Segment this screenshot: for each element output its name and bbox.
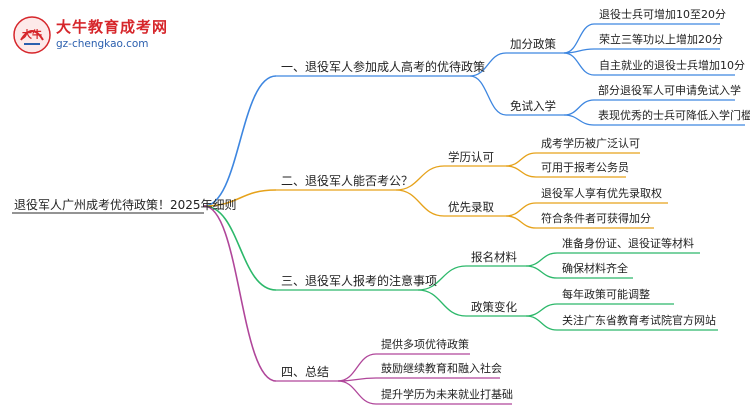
root-to-branch-1 bbox=[203, 75, 277, 207]
branch-3-sub-2-leaf-2: 关注广东省教育考试院官方网站 bbox=[562, 314, 716, 327]
branch-1-sub-2: 免试入学 bbox=[510, 99, 556, 113]
branch-1-title: 一、退役军人参加成人高考的优待政策 bbox=[281, 60, 486, 74]
branch-1-sub-1-leaf-1: 退役士兵可增加10至20分 bbox=[599, 8, 726, 21]
sub-1-1-to-leaf-1 bbox=[563, 23, 595, 54]
root-to-branch-3 bbox=[203, 205, 277, 291]
branch-3-sub-2-leaf-1: 每年政策可能调整 bbox=[562, 288, 650, 301]
branch-4-leaf-3: 提升学历为未来就业打基础 bbox=[381, 388, 513, 401]
branch-3-sub-1-leaf-2: 确保材料齐全 bbox=[562, 262, 628, 275]
root-to-branch-2 bbox=[203, 189, 277, 207]
branch-3-to-sub-2 bbox=[417, 289, 467, 317]
branch-2-to-sub-2 bbox=[395, 189, 445, 217]
branch-2-sub-2: 优先录取 bbox=[448, 200, 494, 214]
branch-4-to-leaf-3 bbox=[337, 380, 377, 405]
logo-mark-text: 大牛 bbox=[22, 28, 42, 41]
logo-title: 大牛教育成考网 bbox=[56, 18, 169, 36]
branch-3-sub-1: 报名材料 bbox=[471, 250, 517, 264]
branch-3-to-sub-1 bbox=[417, 265, 467, 291]
sub-2-2-to-leaf-1 bbox=[505, 202, 537, 217]
branch-4-title: 四、总结 bbox=[281, 365, 330, 379]
sub-2-2-to-leaf-2 bbox=[505, 215, 537, 229]
sub-3-1-to-leaf-2 bbox=[525, 265, 558, 279]
sub-3-2-to-leaf-1 bbox=[525, 303, 558, 317]
branch-1-sub-2-leaf-2: 表现优秀的士兵可降低入学门槛 bbox=[598, 109, 750, 122]
root-to-branch-4 bbox=[203, 205, 277, 382]
branch-3-sub-2: 政策变化 bbox=[471, 300, 517, 314]
site-logo: 大牛 大牛教育成考网 gz-chengkao.com bbox=[12, 12, 172, 58]
sub-2-1-to-leaf-2 bbox=[505, 165, 537, 178]
sub-1-2-to-leaf-1 bbox=[563, 99, 595, 116]
branch-4-leaf-2: 鼓励继续教育和融入社会 bbox=[381, 362, 502, 375]
branch-1-to-sub-1 bbox=[469, 52, 507, 77]
logo-url: gz-chengkao.com bbox=[56, 38, 149, 50]
branch-2-sub-1: 学历认可 bbox=[448, 150, 494, 164]
logo-mark-icon: 大牛 bbox=[13, 16, 51, 54]
branch-2-title: 二、退役军人能否考公？ bbox=[281, 174, 414, 188]
branch-1-to-sub-2 bbox=[469, 75, 507, 116]
branch-4-to-leaf-1 bbox=[337, 353, 377, 382]
branch-3-title: 三、退役军人报考的注意事项 bbox=[281, 274, 438, 288]
branch-1-sub-2-leaf-1: 部分退役军人可申请免试入学 bbox=[598, 84, 741, 97]
sub-3-2-to-leaf-2 bbox=[525, 315, 558, 331]
sub-1-1-to-leaf-3 bbox=[563, 52, 595, 76]
branch-2-sub-1-leaf-1: 成考学历被广泛认可 bbox=[541, 137, 640, 150]
branch-2-to-sub-1 bbox=[395, 165, 445, 191]
branch-3-sub-1-leaf-1: 准备身份证、退役证等材料 bbox=[562, 237, 694, 250]
branch-2-sub-2-leaf-2: 符合条件者可获得加分 bbox=[541, 212, 651, 225]
sub-1-1-to-leaf-2 bbox=[563, 48, 595, 54]
branch-2-sub-1-leaf-2: 可用于报考公务员 bbox=[541, 161, 629, 174]
branch-1-sub-1-leaf-3: 自主就业的退役士兵增加10分 bbox=[599, 59, 745, 72]
root-topic: 退役军人广州成考优待政策！2025年细则 bbox=[14, 198, 237, 212]
branch-1-sub-1: 加分政策 bbox=[510, 37, 556, 51]
branch-2-sub-2-leaf-1: 退役军人享有优先录取权 bbox=[541, 187, 662, 200]
branch-4-leaf-1: 提供多项优待政策 bbox=[381, 338, 469, 351]
branch-1-sub-1-leaf-2: 荣立三等功以上增加20分 bbox=[599, 33, 723, 46]
sub-1-2-to-leaf-2 bbox=[563, 114, 595, 126]
sub-2-1-to-leaf-1 bbox=[505, 152, 537, 167]
sub-3-1-to-leaf-1 bbox=[525, 252, 558, 267]
